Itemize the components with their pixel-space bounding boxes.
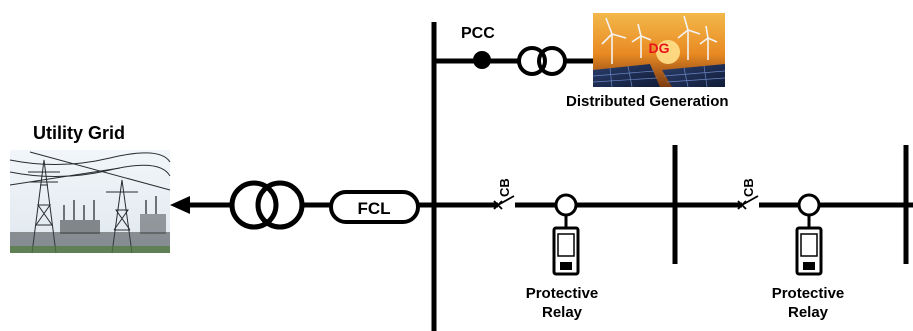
cb-2-label: CB [741,178,756,197]
circuit-breaker-2: CB [737,178,759,210]
protective-relay-1 [552,226,580,276]
utility-grid-label: Utility Grid [33,123,125,143]
dg-transformer-symbol [517,46,567,76]
utility-grid-image [9,150,171,254]
relay-2-label-line1: Protective [772,285,845,302]
fcl-label: FCL [357,199,390,218]
relay-1-label-line2: Relay [542,304,583,321]
relay-2-label-line2: Relay [788,304,829,321]
pcc-node [473,51,491,69]
pcc-label: PCC [461,25,495,42]
fcl-block: FCL [329,190,420,224]
distributed-generation-label: Distributed Generation [566,93,729,110]
current-transformer-2 [797,193,821,217]
main-transformer-symbol [229,180,305,230]
cb-1-label: CB [497,178,512,197]
dg-image: DG [592,13,726,88]
relay-1-label-line1: Protective [526,285,599,302]
circuit-breaker-1: CB [493,178,515,210]
power-flow-arrow [170,196,190,214]
protective-relay-2 [795,226,823,276]
dg-label: DG [649,40,670,56]
current-transformer-1 [554,193,578,217]
